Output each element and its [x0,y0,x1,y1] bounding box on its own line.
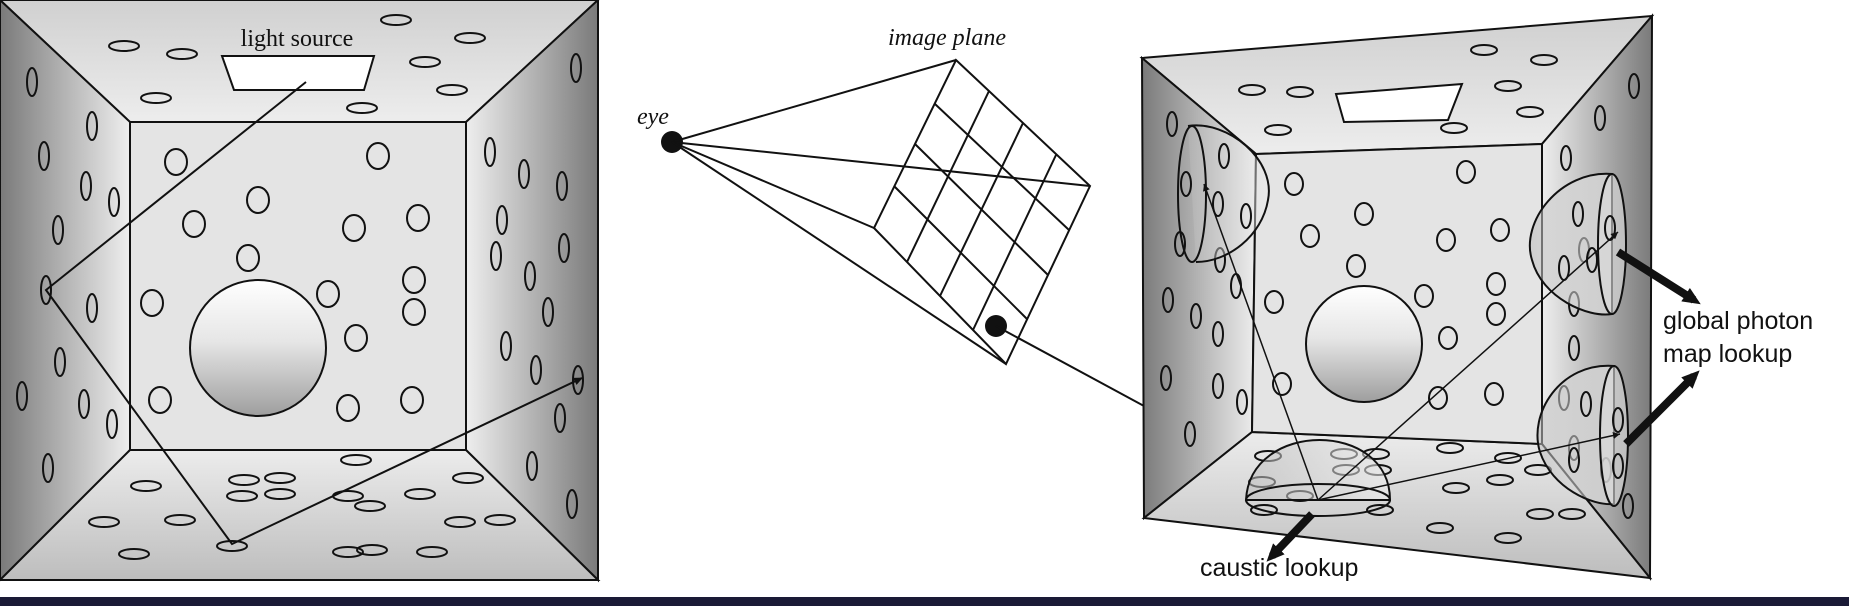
caustic-lookup-hemisphere [1244,439,1392,517]
left-room: light source [0,0,601,583]
photon-path [44,81,583,546]
final-gather-rays [1203,183,1621,501]
light-source-panel [220,55,376,91]
caustic-lookup-label: caustic lookup [1200,554,1358,582]
lower-lookup-arrow [1623,370,1700,447]
eye-label: eye [637,104,669,130]
caustic-lookup-arrow [1266,511,1315,562]
camera-setup: eye image plane [637,25,1319,501]
left-room-sphere [189,279,327,417]
right-room-sphere [1305,285,1423,403]
image-plane-grid [872,58,1092,366]
light-source-label: light source [241,26,354,52]
right-wall-lookup-hemisphere-lower [1536,364,1629,507]
right-wall-lookup-hemisphere-upper [1529,172,1627,316]
left-room-photon-spots [16,14,584,560]
lookup-pointer-arrows [1266,248,1701,562]
view-frustum [671,59,1091,365]
global-photon-label-line1: global photon [1663,307,1813,335]
global-photon-label-line2: map lookup [1663,340,1792,368]
upper-lookup-arrow [1615,248,1701,305]
image-plane-label: image plane [888,25,1006,51]
bottom-bar [0,597,1849,606]
right-room: global photon map lookup caustic lookup [1139,13,1813,582]
right-light-source-panel [1334,82,1464,124]
left-wall-lookup-hemisphere [1177,124,1270,263]
